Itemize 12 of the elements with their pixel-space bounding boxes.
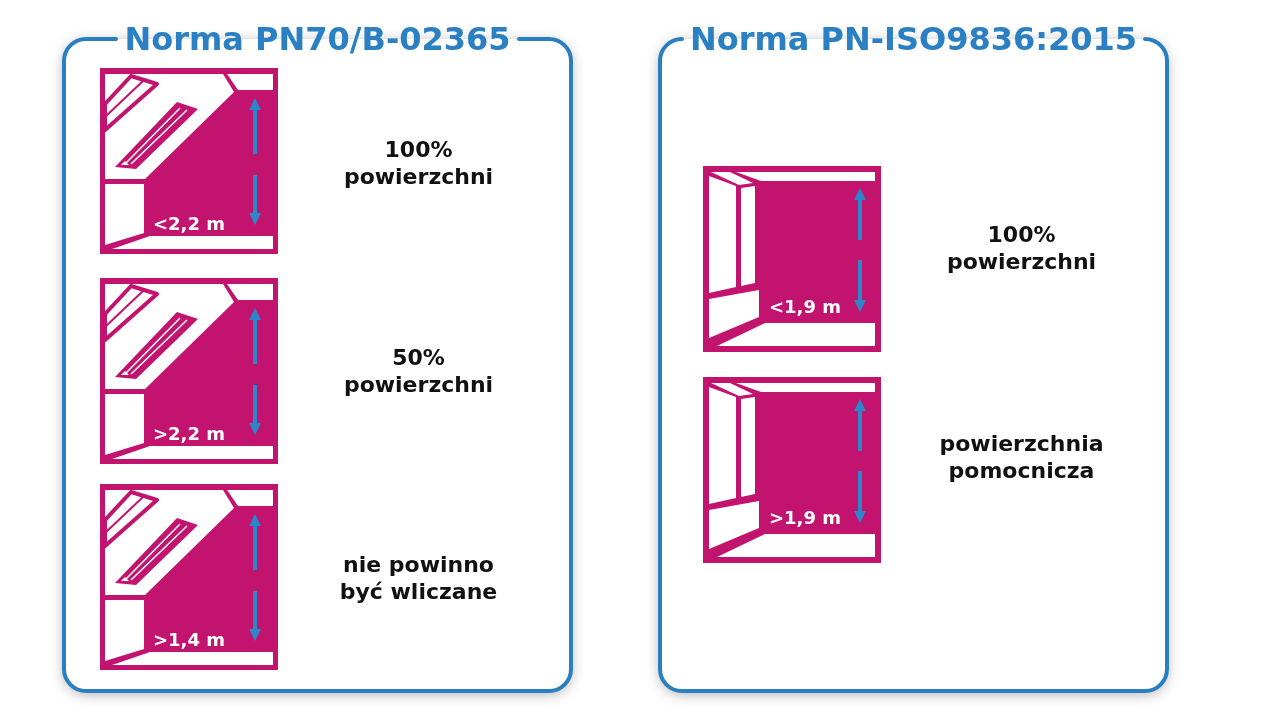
- dimension-label: <1,9 m: [769, 297, 841, 317]
- dimension-label: >2,2 m: [153, 424, 225, 444]
- panel-heading: Norma PN70/B-02365: [124, 24, 511, 54]
- area-note: powierzchnia pomocnicza: [938, 430, 1105, 484]
- dimension-label: >1,9 m: [769, 508, 841, 528]
- dimension-label: <2,2 m: [153, 214, 225, 234]
- area-note: nie powinno być wliczane: [338, 551, 499, 605]
- dimension-label: >1,4 m: [153, 630, 225, 650]
- area-note: 100% powierzchni: [342, 136, 495, 190]
- area-note: 100% powierzchni: [945, 221, 1098, 275]
- area-note: 50% powierzchni: [342, 344, 495, 398]
- panel-heading: Norma PN-ISO9836:2015: [689, 24, 1138, 54]
